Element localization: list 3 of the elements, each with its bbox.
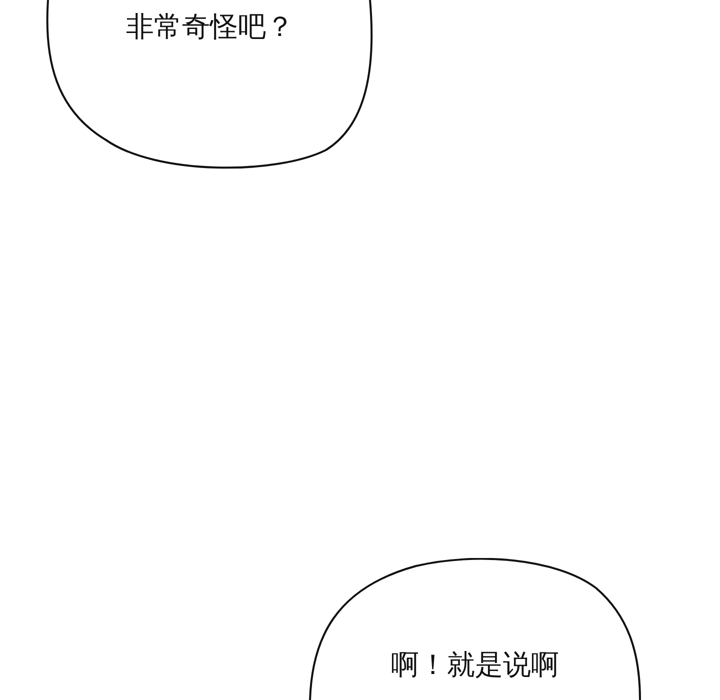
speech-text: 啊！就是说啊 [390, 647, 560, 683]
speech-text: 非常奇怪吧？ [125, 9, 295, 45]
speech-bubble [306, 558, 644, 700]
